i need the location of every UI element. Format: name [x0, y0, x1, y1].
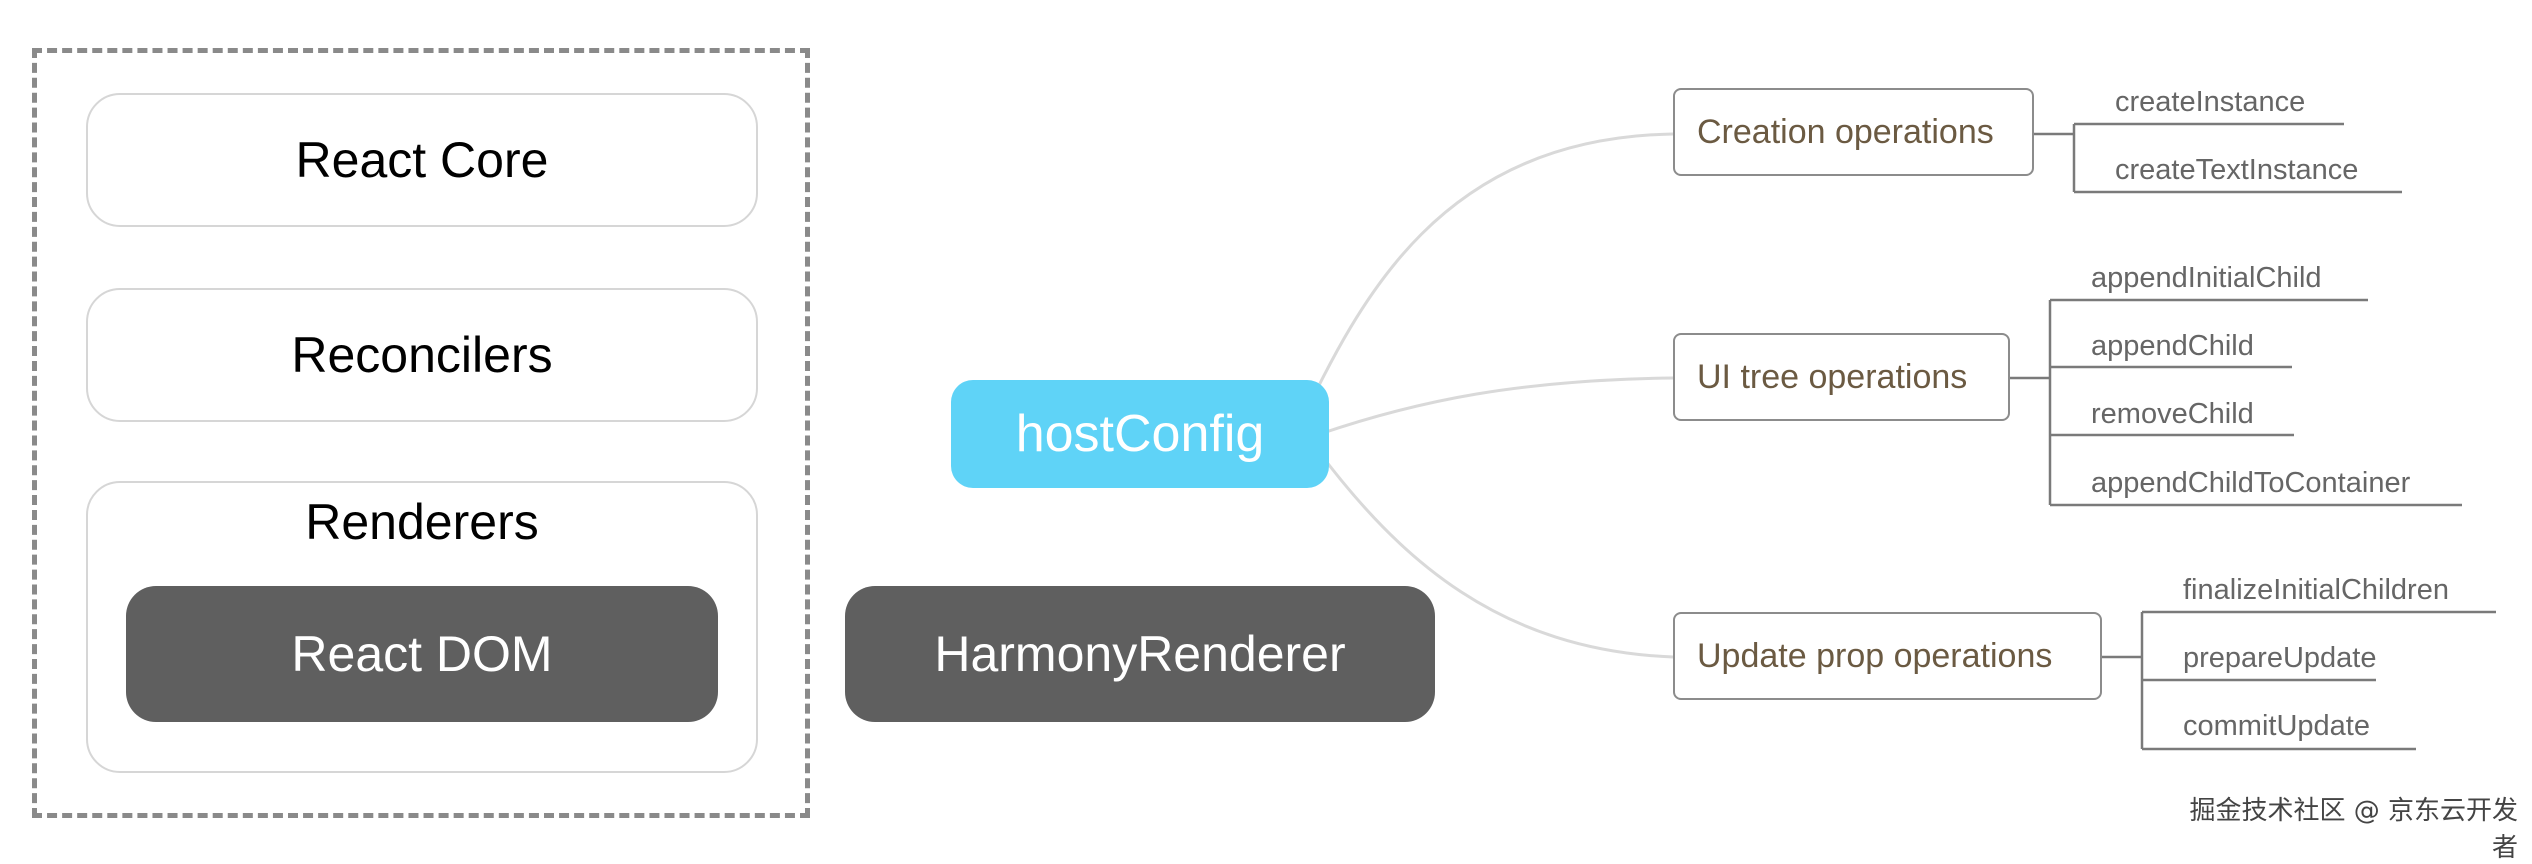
creation-operations-label: Creation operations: [1697, 112, 1994, 151]
bracket-creation: [2034, 122, 2402, 194]
leaf-append-child-to-container: appendChildToContainer: [2091, 467, 2411, 499]
watermark: 掘金技术社区 @ 京东云开发者: [2189, 796, 2518, 863]
architecture-frame: [32, 48, 810, 818]
ui-tree-operations-node: UI tree operations: [1673, 333, 2010, 421]
connector-creation: [1298, 132, 1674, 425]
host-config-label: hostConfig: [1015, 405, 1265, 463]
connector-ui-tree: [1319, 376, 1674, 436]
creation-operations-node: Creation operations: [1673, 88, 2034, 176]
reconcilers-label: Reconcilers: [291, 327, 553, 383]
react-dom-box: React DOM: [126, 586, 718, 722]
react-dom-label: React DOM: [291, 626, 553, 682]
react-core-label: React Core: [295, 132, 549, 188]
harmony-renderer-box: HarmonyRenderer: [845, 586, 1435, 722]
leaf-create-text-instance: createTextInstance: [2115, 154, 2359, 186]
update-prop-operations-label: Update prop operations: [1697, 636, 2053, 675]
ui-tree-operations-label: UI tree operations: [1697, 357, 1968, 396]
leaf-remove-child: removeChild: [2091, 398, 2254, 430]
renderers-label: Renderers: [305, 494, 539, 550]
update-prop-operations-node: Update prop operations: [1673, 612, 2102, 700]
leaf-append-child: appendChild: [2091, 330, 2254, 362]
leaf-commit-update: commitUpdate: [2183, 710, 2370, 742]
harmony-renderer-label: HarmonyRenderer: [934, 626, 1346, 682]
reconcilers-box: Reconcilers: [86, 288, 758, 422]
connector-update-prop: [1314, 447, 1674, 659]
leaf-finalize-initial-children: finalizeInitialChildren: [2183, 574, 2449, 606]
leaf-create-instance: createInstance: [2115, 86, 2306, 118]
react-core-box: React Core: [86, 93, 758, 227]
mindmap-connectors: [1298, 122, 2496, 751]
leaf-append-initial-child: appendInitialChild: [2091, 262, 2322, 294]
bracket-update-prop: [2102, 610, 2496, 751]
leaf-prepare-update: prepareUpdate: [2183, 642, 2377, 674]
host-config-node: hostConfig: [951, 380, 1329, 488]
bracket-ui-tree: [2010, 298, 2462, 507]
